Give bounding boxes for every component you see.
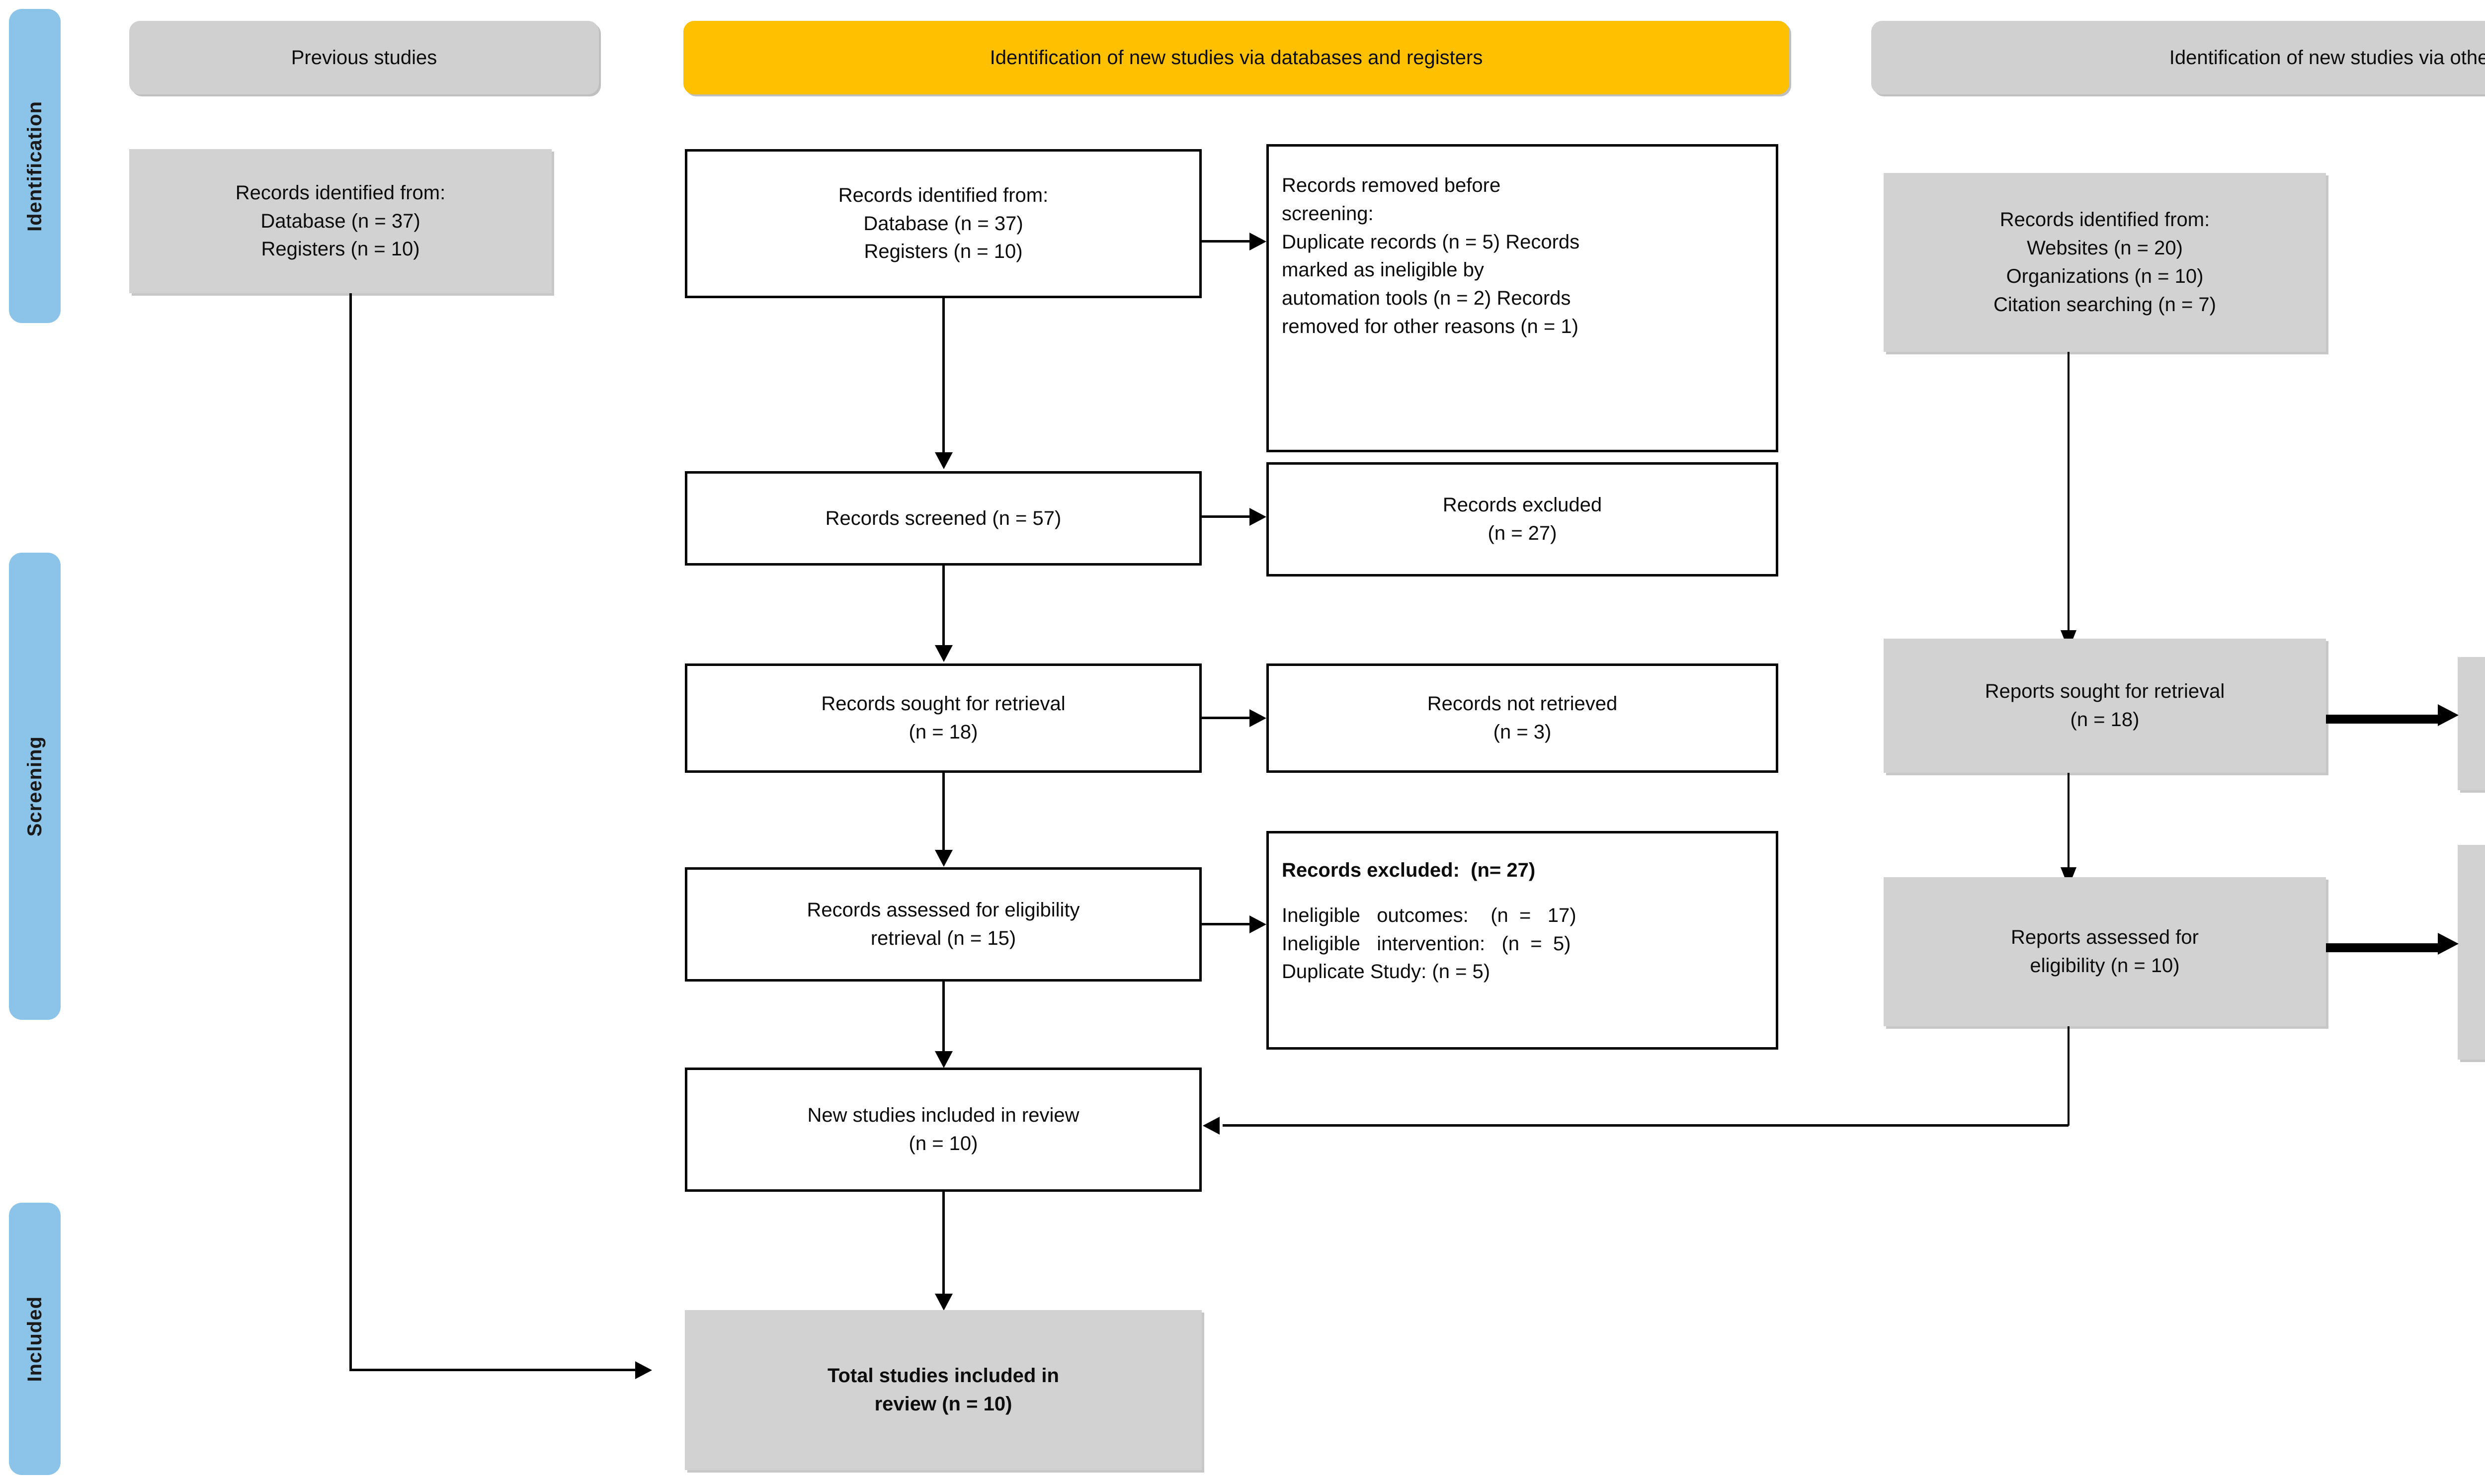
connector-reports-sought-to-not-retrieved [2326,715,2440,724]
box-line: Records identified from: [838,184,1049,206]
box-line: screening: [1282,202,1374,225]
box-line: (n = 18) [2070,709,2140,731]
box-line: (n = 10) [909,1133,978,1154]
box-records-screened: Records screened (n = 57) [685,471,1202,566]
connector-new-to-total [942,1192,945,1294]
banner-other-methods: Identification of new studies via other … [1871,21,2485,94]
connector-assessed-to-new-included-arrowhead [935,1051,953,1068]
connector-identified-to-screened [942,298,945,452]
box-line: Total studies included in [828,1365,1059,1387]
connector-assessed-to-excluded-detail-arrowhead [1249,915,1266,933]
box-line: Database (n = 37) [863,212,1023,235]
box-line: Registers (n = 10) [864,241,1023,263]
box-line: Websites (n = 20) [2027,237,2183,259]
connector-screened-to-excluded-arrowhead [1249,508,1266,526]
box-records-removed-before-screening: Records removed before screening: Duplic… [1266,144,1778,452]
connector-identified-to-removed [1202,240,1249,243]
connector-previous-arrowhead [635,1361,652,1379]
box-line: Records identified from: [1999,209,2210,231]
stage-label-included: Included [9,1203,61,1475]
box-line: Records screened (n = 57) [825,507,1062,529]
box-line: Records excluded [1442,494,1602,516]
connector-reports-sought-to-not-retrieved-arrowhead [2438,704,2459,726]
connector-new-to-total-arrowhead [935,1294,953,1311]
connector-other-identified-to-sought [2068,352,2070,630]
connector-reports-sought-to-assessed [2068,773,2070,867]
box-reports-not-retrieved: Reports not retrieved (n = 2) [2458,657,2485,790]
connector-assessed-to-new-included [942,982,945,1051]
connector-previous-vertical [349,293,352,1370]
stage-label-identification-text: Identification [23,100,46,232]
box-reports-sought-for-retrieval: Reports sought for retrieval (n = 18) [1884,639,2326,773]
box-line: eligibility (n = 10) [2030,955,2180,977]
box-line: Records removed before [1282,174,1501,196]
box-line: Records sought for retrieval [821,693,1066,715]
connector-previous-horizontal [349,1369,635,1371]
connector-assessed-to-excluded-detail [1202,923,1249,925]
banner-previous-studies: Previous studies [129,21,599,94]
stage-label-included-text: Included [23,1296,46,1382]
connector-reports-assessed-to-excluded [2326,943,2440,952]
box-line: Records identified from: [235,181,446,204]
box-heading: Records excluded: (n= 27) [1282,859,1536,881]
box-line: Duplicate records (n = 5) Records [1282,231,1580,253]
box-line: (n = 27) [1488,522,1557,544]
box-line: Ineligible intervention: (n = 5) [1282,932,1571,955]
box-line: Records assessed for eligibility [807,899,1080,921]
box-line: (n = 3) [1493,721,1552,743]
connector-screened-to-sought-arrowhead [935,645,953,662]
box-line: Organizations (n = 10) [2006,265,2204,287]
box-line: marked as ineligible by [1282,259,1484,281]
connector-reports-assessed-to-excluded-arrowhead [2438,933,2459,955]
box-previous-records-identified: Records identified from: Database (n = 3… [129,149,552,293]
box-new-records-identified: Records identified from: Database (n = 3… [685,149,1202,298]
box-line: removed for other reasons (n = 1) [1282,315,1578,337]
box-line: (n = 18) [909,721,978,743]
connector-reports-assessed-left [1223,1124,2069,1127]
connector-screened-to-excluded [1202,515,1249,518]
box-records-not-retrieved: Records not retrieved (n = 3) [1266,663,1778,773]
connector-identified-to-screened-arrowhead [935,452,953,469]
box-line: Duplicate Study: (n = 5) [1282,961,1491,983]
box-line: Ineligible outcomes: (n = 17) [1282,904,1576,926]
box-other-records-excluded: Records excluded: Not peer-reviewed (n =… [2458,845,2485,1060]
connector-screened-to-sought [942,566,945,645]
stage-label-screening-text: Screening [23,736,46,837]
connector-sought-to-not-retrieved [1202,717,1249,719]
box-line: Reports sought for retrieval [1985,680,2225,703]
box-other-records-identified: Records identified from: Websites (n = 2… [1884,173,2326,352]
stage-label-screening: Screening [9,553,61,1020]
box-line: Records not retrieved [1427,693,1618,715]
banner-other-methods-label: Identification of new studies via other … [2169,46,2485,69]
connector-sought-to-assessed-arrowhead [935,850,953,867]
box-line: automation tools (n = 2) Records [1282,287,1571,310]
banner-databases-registers-label: Identification of new studies via databa… [990,46,1483,69]
box-line: Citation searching (n = 7) [1993,293,2216,316]
box-line: Reports assessed for [2011,926,2199,949]
box-reports-assessed-for-eligibility: Reports assessed for eligibility (n = 10… [1884,877,2326,1026]
stage-label-identification: Identification [9,9,61,323]
banner-databases-registers: Identification of new studies via databa… [683,21,1789,94]
connector-sought-to-not-retrieved-arrowhead [1249,709,1266,727]
connector-reports-assessed-down [2068,1026,2070,1126]
connector-reports-assessed-to-new-included-arrowhead [1203,1117,1220,1135]
box-new-studies-included: New studies included in review (n = 10) [685,1068,1202,1192]
box-total-studies-included: Total studies included in review (n = 10… [685,1310,1202,1470]
box-line: review (n = 10) [874,1393,1012,1415]
box-records-excluded-simple: Records excluded (n = 27) [1266,462,1778,577]
box-line: retrieval (n = 15) [870,927,1016,949]
box-line: Registers (n = 10) [261,238,420,260]
connector-identified-to-removed-arrowhead [1249,233,1266,250]
box-line: Database (n = 37) [260,210,420,232]
connector-sought-to-assessed [942,773,945,850]
banner-previous-studies-label: Previous studies [291,46,437,69]
box-records-assessed-for-eligibility: Records assessed for eligibility retriev… [685,867,1202,982]
box-records-sought-for-retrieval: Records sought for retrieval (n = 18) [685,663,1202,773]
box-records-excluded-detail: Records excluded: (n= 27) Ineligible out… [1266,831,1778,1050]
box-line: New studies included in review [807,1104,1079,1127]
